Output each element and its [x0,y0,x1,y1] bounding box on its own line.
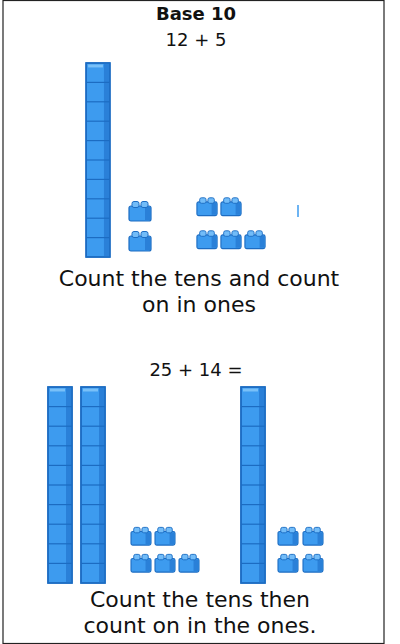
unit-cube [131,527,151,545]
instruction-text: Count the tens and count on in ones [48,266,350,318]
unit-cube [245,231,265,249]
ten-rod [86,63,110,257]
unit-cube [303,527,323,545]
unit-cube [131,554,151,572]
equation: 25 + 14 = [10,359,382,381]
equation: 12 + 5 [10,29,382,51]
unit-cube [179,554,199,572]
unit-cube [221,231,241,249]
unit-cube [155,527,175,545]
unit-cube [278,554,298,572]
unit-cube [129,232,151,252]
panel-frame [3,1,384,644]
unit-cube [278,527,298,545]
ten-rod [48,387,72,583]
unit-cube [155,554,175,572]
tick-mark [297,205,299,217]
diagram-title: Base 10 [10,3,382,25]
unit-cube [303,554,323,572]
ten-rod [241,387,265,583]
ten-rod [81,387,105,583]
unit-cube [197,198,217,216]
unit-cube [129,202,151,222]
unit-cube [221,198,241,216]
unit-cube [197,231,217,249]
instruction-text: Count the tens then count on in the ones… [68,587,332,639]
